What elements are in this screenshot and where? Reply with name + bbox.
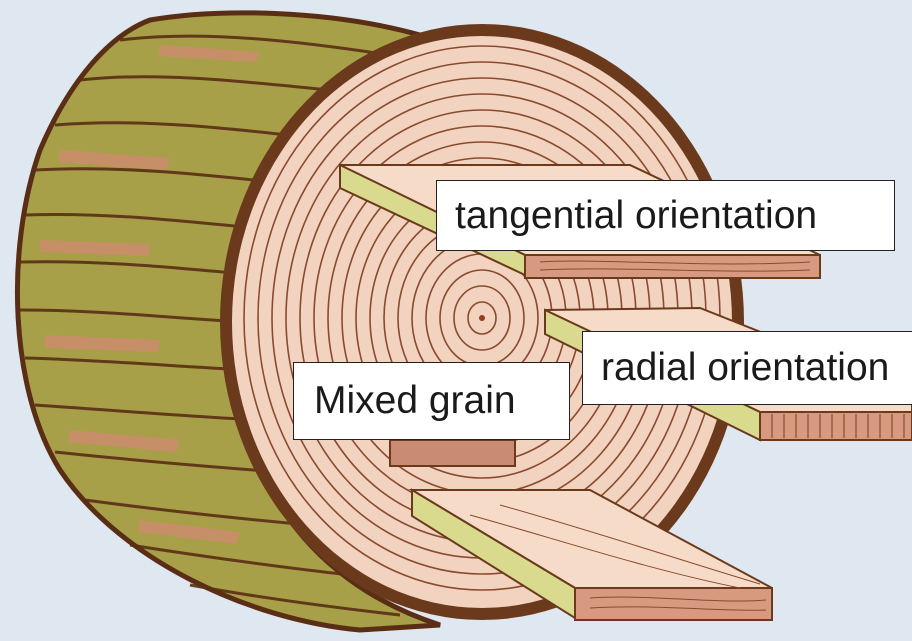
label-tangential-orientation: tangential orientation xyxy=(436,180,895,251)
label-mixed-grain: Mixed grain xyxy=(293,362,570,440)
board-mixed xyxy=(390,440,515,466)
label-radial-orientation: radial orientation xyxy=(582,331,912,405)
